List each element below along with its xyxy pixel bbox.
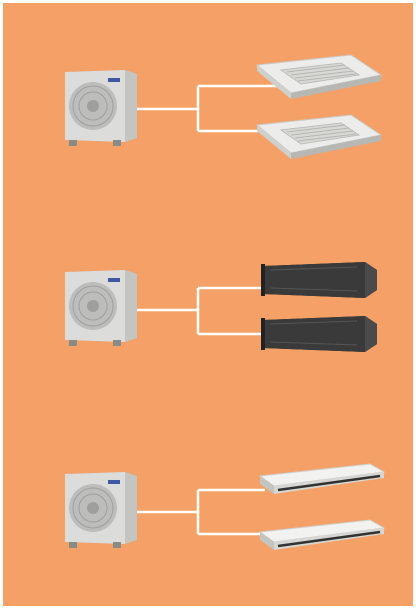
outdoor-condenser-icon xyxy=(63,68,139,148)
system-under-ceiling xyxy=(3,458,413,578)
ceiling-cassette-icon xyxy=(251,113,385,159)
ducted-unit-icon xyxy=(261,260,381,300)
system-ducted xyxy=(3,250,413,370)
diagram-panel xyxy=(3,3,413,606)
under-ceiling-unit-icon xyxy=(258,462,388,498)
outdoor-condenser-icon xyxy=(63,470,139,550)
under-ceiling-unit-icon xyxy=(258,518,388,554)
ceiling-cassette-icon xyxy=(251,53,385,99)
ducted-unit-icon xyxy=(261,314,381,354)
outdoor-condenser-icon xyxy=(63,268,139,348)
system-cassette xyxy=(3,53,413,173)
